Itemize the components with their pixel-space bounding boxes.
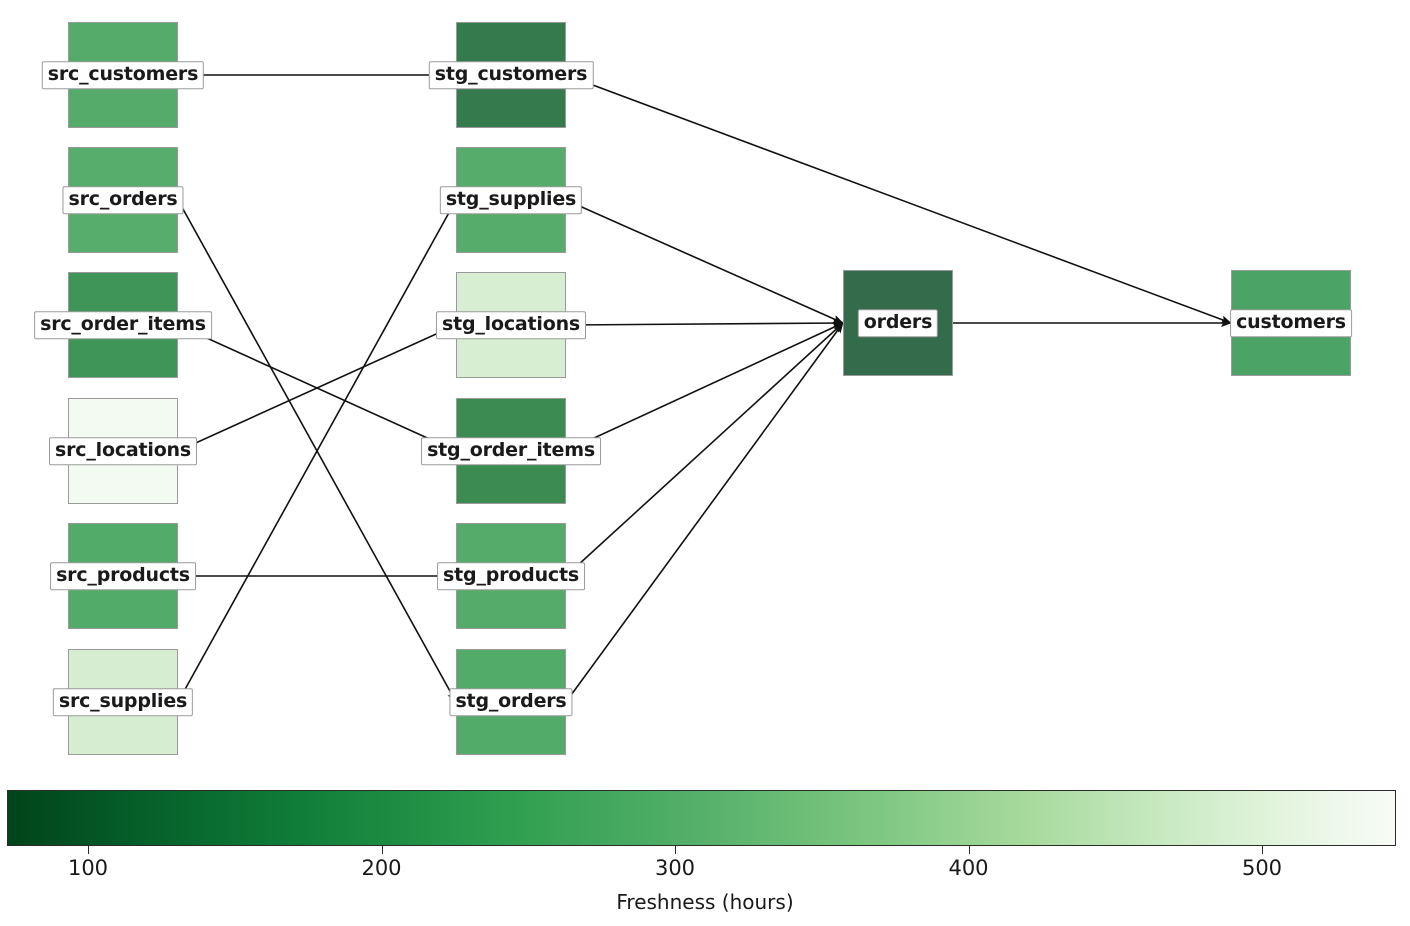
node-label-src_customers[interactable]: src_customers <box>41 61 205 89</box>
node-label-src_orders[interactable]: src_orders <box>62 186 184 214</box>
colorbar-gradient <box>7 790 1396 846</box>
edge-src_supplies-to-stg_supplies <box>177 199 457 703</box>
colorbar-tick-label-300: 300 <box>654 856 696 880</box>
colorbar-tick-100 <box>88 846 90 854</box>
edge-stg_products-to-orders <box>565 322 844 577</box>
edge-src_locations-to-stg_locations <box>177 324 457 452</box>
node-label-src_order_items[interactable]: src_order_items <box>34 311 212 339</box>
colorbar-tick-500 <box>1262 846 1264 854</box>
node-label-orders[interactable]: orders <box>857 309 939 337</box>
colorbar-tick-label-100: 100 <box>67 856 109 880</box>
node-label-stg_locations[interactable]: stg_locations <box>435 311 587 339</box>
node-label-stg_supplies[interactable]: stg_supplies <box>439 186 583 214</box>
colorbar-label: Freshness (hours) <box>616 890 794 914</box>
edge-stg_order_items-to-orders <box>565 322 844 452</box>
colorbar-tick-label-500: 500 <box>1241 856 1283 880</box>
colorbar: 100 200 300 400 500 Freshness (hours) <box>0 780 1410 926</box>
edge-stg_customers-to-customers <box>565 74 1232 324</box>
colorbar-tick-label-400: 400 <box>948 856 989 880</box>
colorbar-tick-400 <box>968 846 970 854</box>
node-label-src_products[interactable]: src_products <box>50 562 196 590</box>
edge-stg_locations-to-orders <box>565 318 844 328</box>
colorbar-tick-label-200: 200 <box>361 856 402 880</box>
edge-paths <box>177 74 1232 703</box>
edge-stg_orders-to-orders <box>565 322 844 703</box>
colorbar-tick-300 <box>675 846 677 854</box>
node-label-stg_order_items[interactable]: stg_order_items <box>421 437 601 465</box>
node-label-src_supplies[interactable]: src_supplies <box>52 688 194 716</box>
edge-layer <box>177 74 1232 703</box>
colorbar-tick-200 <box>381 846 383 854</box>
node-label-stg_orders[interactable]: stg_orders <box>449 688 573 716</box>
edge-stg_supplies-to-orders <box>565 199 844 324</box>
node-label-stg_products[interactable]: stg_products <box>437 562 585 590</box>
node-label-src_locations[interactable]: src_locations <box>49 437 197 465</box>
node-label-customers[interactable]: customers <box>1230 309 1352 337</box>
node-label-stg_customers[interactable]: stg_customers <box>428 61 594 89</box>
